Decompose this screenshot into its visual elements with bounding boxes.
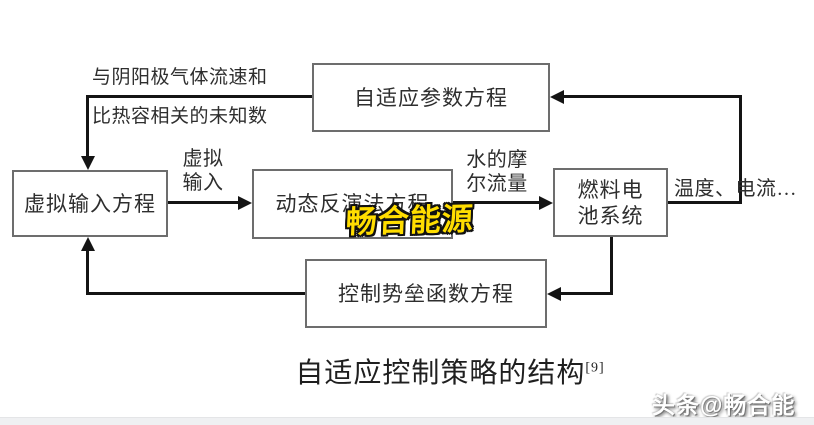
arrowhead-into-adaptive-right	[550, 90, 564, 104]
edge-label-water-molar-flow-line2: 尔流量	[466, 173, 528, 195]
figure-caption-text: 自适应控制策略的结构	[295, 358, 586, 389]
connector-adaptive-to-virtual-horizontal	[86, 95, 312, 98]
connector-to-barrier-horizontal	[559, 292, 613, 295]
node-fuel-cell-system-label-line2: 池系统	[577, 203, 644, 228]
edge-label-water-molar-flow: 水的摩 尔流量	[460, 148, 534, 196]
node-adaptive-parameter-equation: 自适应参数方程	[312, 63, 550, 132]
connector-barrier-to-virtual-horizontal	[86, 292, 305, 295]
node-control-barrier-function-equation-label: 控制势垒函数方程	[338, 281, 514, 306]
connector-feedback-top-horizontal	[562, 95, 742, 98]
connector-feedback-right-vertical	[739, 95, 742, 204]
connector-adaptive-to-virtual-vertical	[86, 95, 89, 157]
edge-label-temperature-current-outputs: 温度、电流…	[674, 178, 797, 200]
node-virtual-input-equation: 虚拟输入方程	[12, 170, 168, 237]
arrowhead-into-barrier-right	[547, 287, 561, 301]
node-dynamic-inversion-equation-label: 动态反演法方程	[275, 192, 430, 216]
edge-label-virtual-input-line2: 输入	[182, 172, 224, 194]
arrowhead-into-dynamic-left	[238, 196, 252, 210]
node-virtual-input-equation-label: 虚拟输入方程	[24, 191, 156, 216]
watermark-changhe-energy: 畅合能源	[345, 201, 475, 240]
edge-label-water-molar-flow-line1: 水的摩	[466, 149, 528, 171]
connector-barrier-to-virtual-vertical	[86, 249, 89, 295]
watermark-toutiao-handle: 头条@畅合能源	[652, 392, 796, 418]
arrowhead-into-virtual-top	[81, 156, 95, 170]
arrowhead-into-virtual-bottom	[81, 237, 95, 251]
connector-virtual-to-dynamic	[168, 201, 240, 204]
node-control-barrier-function-equation: 控制势垒函数方程	[305, 259, 547, 328]
node-dynamic-inversion-equation: 动态反演法方程	[252, 169, 453, 239]
arrowhead-into-fuelcell-left	[539, 196, 553, 210]
node-fuel-cell-system: 燃料电 池系统	[553, 168, 668, 237]
node-adaptive-parameter-equation-label: 自适应参数方程	[354, 85, 508, 110]
edge-label-virtual-input-line1: 虚拟	[182, 148, 224, 170]
edge-label-unknown-parameters-line1: 与阴阳极气体流速和	[92, 67, 268, 88]
edge-label-unknown-parameters-line2: 比热容相关的未知数	[92, 106, 268, 127]
figure-caption: 自适应控制策略的结构[9]	[270, 351, 630, 391]
bottom-edge-strip	[0, 417, 814, 425]
connector-dynamic-to-fuelcell	[453, 201, 541, 204]
edge-label-virtual-input: 虚拟 输入	[168, 147, 238, 195]
connector-fuelcell-down-vertical	[610, 237, 613, 295]
citation-reference: [9]	[585, 360, 605, 376]
connector-fuelcell-output-horizontal	[668, 201, 742, 204]
node-fuel-cell-system-label-line1: 燃料电	[577, 177, 644, 202]
